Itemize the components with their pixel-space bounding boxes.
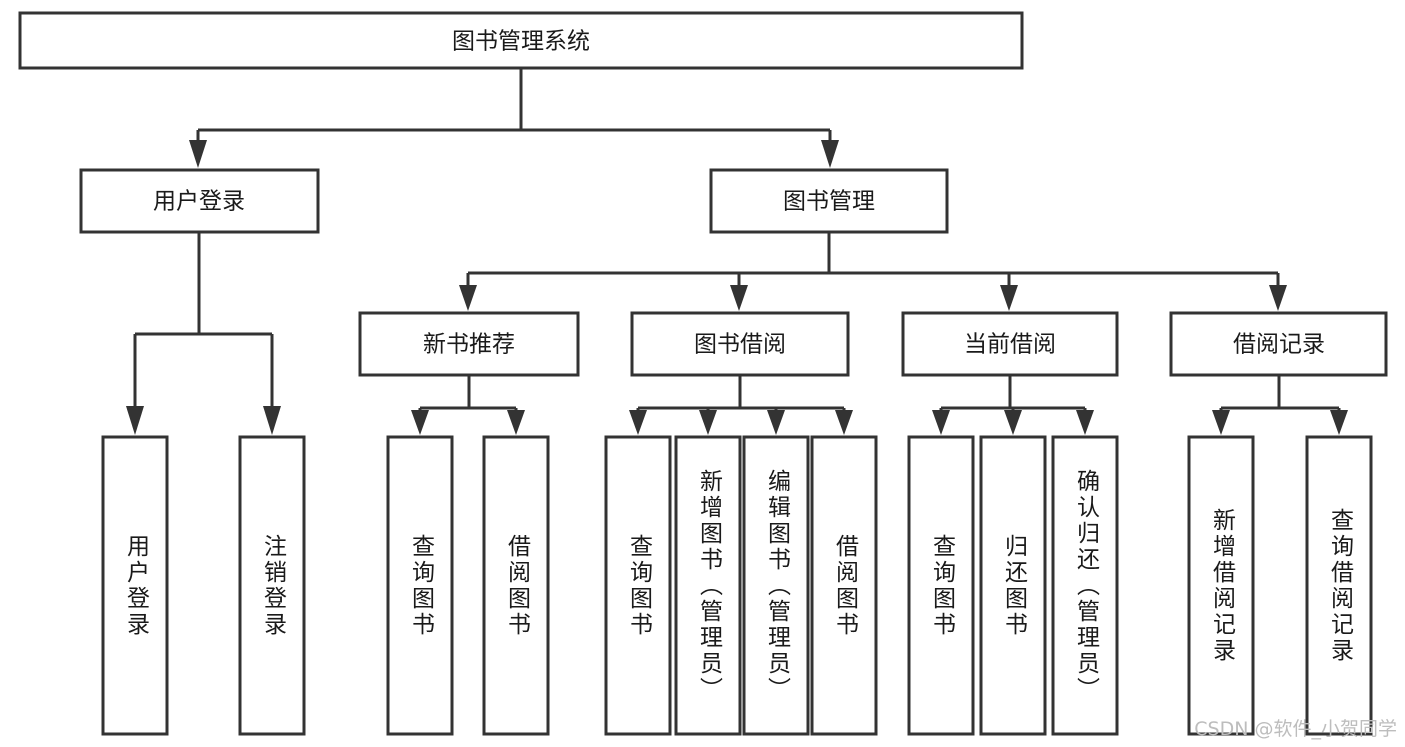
leaf-box-edit-book[interactable] [742, 435, 810, 736]
user-login-label: 用户登录 [153, 189, 245, 215]
arrowhead-leaf-user-logout [263, 406, 281, 435]
leaf-box-confirm-return[interactable] [1051, 435, 1119, 736]
arrowhead-leaf-confirm-return [1076, 410, 1094, 435]
arrowhead-leaf-query-book-3 [932, 410, 950, 435]
new-book-rec-box[interactable] [358, 311, 580, 377]
node-book-manage[interactable]: 图书管理 [709, 168, 949, 234]
leaf-box-borrow-book-1[interactable] [482, 435, 550, 736]
arrowhead-currentborrow [1000, 285, 1018, 311]
node-new-book-rec[interactable]: 新书推荐 [358, 311, 580, 377]
node-borrow-record[interactable]: 借阅记录 [1169, 311, 1388, 377]
book-borrow-label: 图书借阅 [694, 332, 786, 358]
arrowhead-bookborrow [730, 285, 748, 311]
user-login-box[interactable] [79, 168, 320, 234]
arrowhead-user-login [189, 140, 207, 168]
arrowhead-leaf-add-book [699, 410, 717, 435]
borrow-record-box[interactable] [1169, 311, 1388, 377]
root-box[interactable] [18, 11, 1024, 70]
arrowhead-leaf-borrow-book-1 [507, 410, 525, 435]
node-root[interactable]: 图书管理系统 [18, 11, 1024, 70]
leaf-box-add-record[interactable] [1187, 435, 1255, 736]
arrowhead-book-manage [821, 140, 839, 168]
leaf-box-return-book[interactable] [979, 435, 1047, 736]
leaf-box-user-login[interactable] [101, 435, 169, 736]
leaf-box-layer[interactable] [101, 435, 1373, 736]
arrowhead-leaf-return-book [1004, 410, 1022, 435]
node-user-login[interactable]: 用户登录 [79, 168, 320, 234]
arrowhead-leaf-user-login [126, 406, 144, 435]
arrowhead-leaf-borrow-book-2 [835, 410, 853, 435]
node-book-borrow[interactable]: 图书借阅 [630, 311, 850, 377]
arrowhead-leaf-add-record [1212, 410, 1230, 435]
book-borrow-box[interactable] [630, 311, 850, 377]
arrowhead-leaf-query-book-1 [411, 410, 429, 435]
current-borrow-label: 当前借阅 [964, 332, 1056, 358]
leaf-box-query-book-1[interactable] [386, 435, 454, 736]
leaf-box-query-book-3[interactable] [907, 435, 975, 736]
leaf-box-borrow-book-2[interactable] [810, 435, 878, 736]
arrowhead-leaf-edit-book [767, 410, 785, 435]
arrowhead-leaf-query-book-2 [629, 410, 647, 435]
leaf-box-add-book[interactable] [674, 435, 742, 736]
arrowhead-leaf-query-record [1330, 410, 1348, 435]
connector-layer [126, 68, 1348, 435]
arrowhead-newbook [459, 285, 477, 311]
leaf-box-user-logout[interactable] [238, 435, 306, 736]
csdn-watermark: CSDN @软件_小贺同学 [1194, 718, 1397, 740]
new-book-rec-label: 新书推荐 [423, 332, 515, 358]
leaf-box-query-record[interactable] [1305, 435, 1373, 736]
node-current-borrow[interactable]: 当前借阅 [901, 311, 1119, 377]
borrow-record-label: 借阅记录 [1233, 332, 1325, 358]
root-label: 图书管理系统 [452, 29, 590, 55]
current-borrow-box[interactable] [901, 311, 1119, 377]
arrowhead-borrowrecord [1269, 285, 1287, 311]
leaf-box-query-book-2[interactable] [604, 435, 672, 736]
book-manage-box[interactable] [709, 168, 949, 234]
book-manage-label: 图书管理 [783, 189, 875, 215]
